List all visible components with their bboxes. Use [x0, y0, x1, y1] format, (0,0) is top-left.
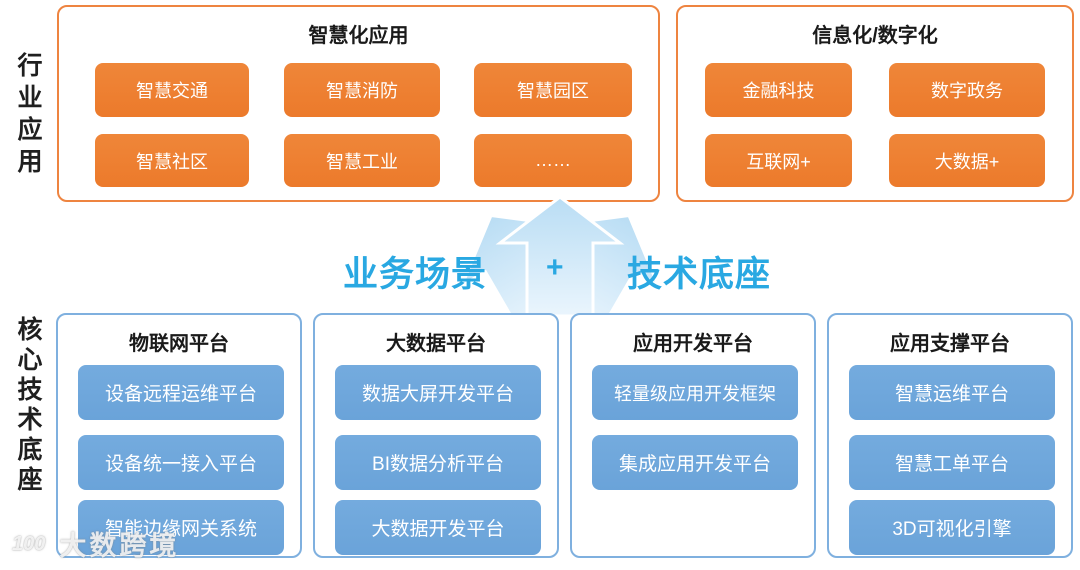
platform-chip-bi-analysis: BI数据分析平台	[335, 435, 541, 490]
platform-chip-smart-ops: 智慧运维平台	[849, 365, 1055, 420]
app-chip-ellipsis: ……	[474, 134, 632, 187]
app-chip-smart-traffic: 智慧交通	[95, 63, 249, 117]
business-scenario-label: 业务场景	[343, 255, 488, 294]
app-chip-smart-fire: 智慧消防	[284, 63, 440, 117]
app-chip-smart-industry: 智慧工业	[284, 134, 440, 187]
appdev-platform-group: 应用开发平台 轻量级应用开发框架 集成应用开发平台	[570, 313, 816, 558]
app-chip-smart-community: 智慧社区	[95, 134, 249, 187]
appsupport-platform-title: 应用支撑平台	[890, 333, 1010, 355]
core-tech-vertical-label: 核心技术底座	[14, 316, 42, 496]
smart-applications-group: 智慧化应用 智慧交通 智慧消防 智慧园区 智慧社区 智慧工业 ……	[57, 5, 660, 202]
platform-chip-3d-engine: 3D可视化引擎	[849, 500, 1055, 555]
iot-platform-group: 物联网平台 设备远程运维平台 设备统一接入平台 智能边缘网关系统	[56, 313, 302, 558]
bigdata-platform-group: 大数据平台 数据大屏开发平台 BI数据分析平台 大数据开发平台	[313, 313, 559, 558]
appsupport-platform-group: 应用支撑平台 智慧运维平台 智慧工单平台 3D可视化引擎	[827, 313, 1073, 558]
watermark-logo-icon: 100	[4, 529, 54, 558]
platform-chip-dashboard-dev: 数据大屏开发平台	[335, 365, 541, 420]
platform-chip-edge-gateway: 智能边缘网关系统	[78, 500, 284, 555]
iot-platform-title: 物联网平台	[129, 333, 229, 355]
platform-chip-remote-ops: 设备远程运维平台	[78, 365, 284, 420]
appdev-platform-title: 应用开发平台	[633, 333, 753, 355]
informatization-title: 信息化/数字化	[812, 25, 938, 47]
app-chip-digital-gov: 数字政务	[889, 63, 1045, 117]
tech-base-label: 技术底座	[627, 255, 772, 294]
platform-chip-integrated-dev: 集成应用开发平台	[592, 435, 798, 490]
platform-chip-device-access: 设备统一接入平台	[78, 435, 284, 490]
smart-applications-title: 智慧化应用	[308, 25, 409, 47]
platform-chip-lightweight-framework: 轻量级应用开发框架	[592, 365, 798, 420]
platform-chip-bigdata-dev: 大数据开发平台	[335, 500, 541, 555]
industry-apps-vertical-label: 行业应用	[14, 52, 42, 180]
bigdata-platform-title: 大数据平台	[386, 333, 486, 355]
platform-chip-work-order: 智慧工单平台	[849, 435, 1055, 490]
informatization-group: 信息化/数字化 金融科技 数字政务 互联网+ 大数据+	[676, 5, 1074, 202]
app-chip-bigdata-plus: 大数据+	[889, 134, 1045, 187]
app-chip-fintech: 金融科技	[705, 63, 852, 117]
app-chip-smart-park: 智慧园区	[474, 63, 632, 117]
app-chip-internet-plus: 互联网+	[705, 134, 852, 187]
plus-sign: +	[546, 251, 565, 284]
